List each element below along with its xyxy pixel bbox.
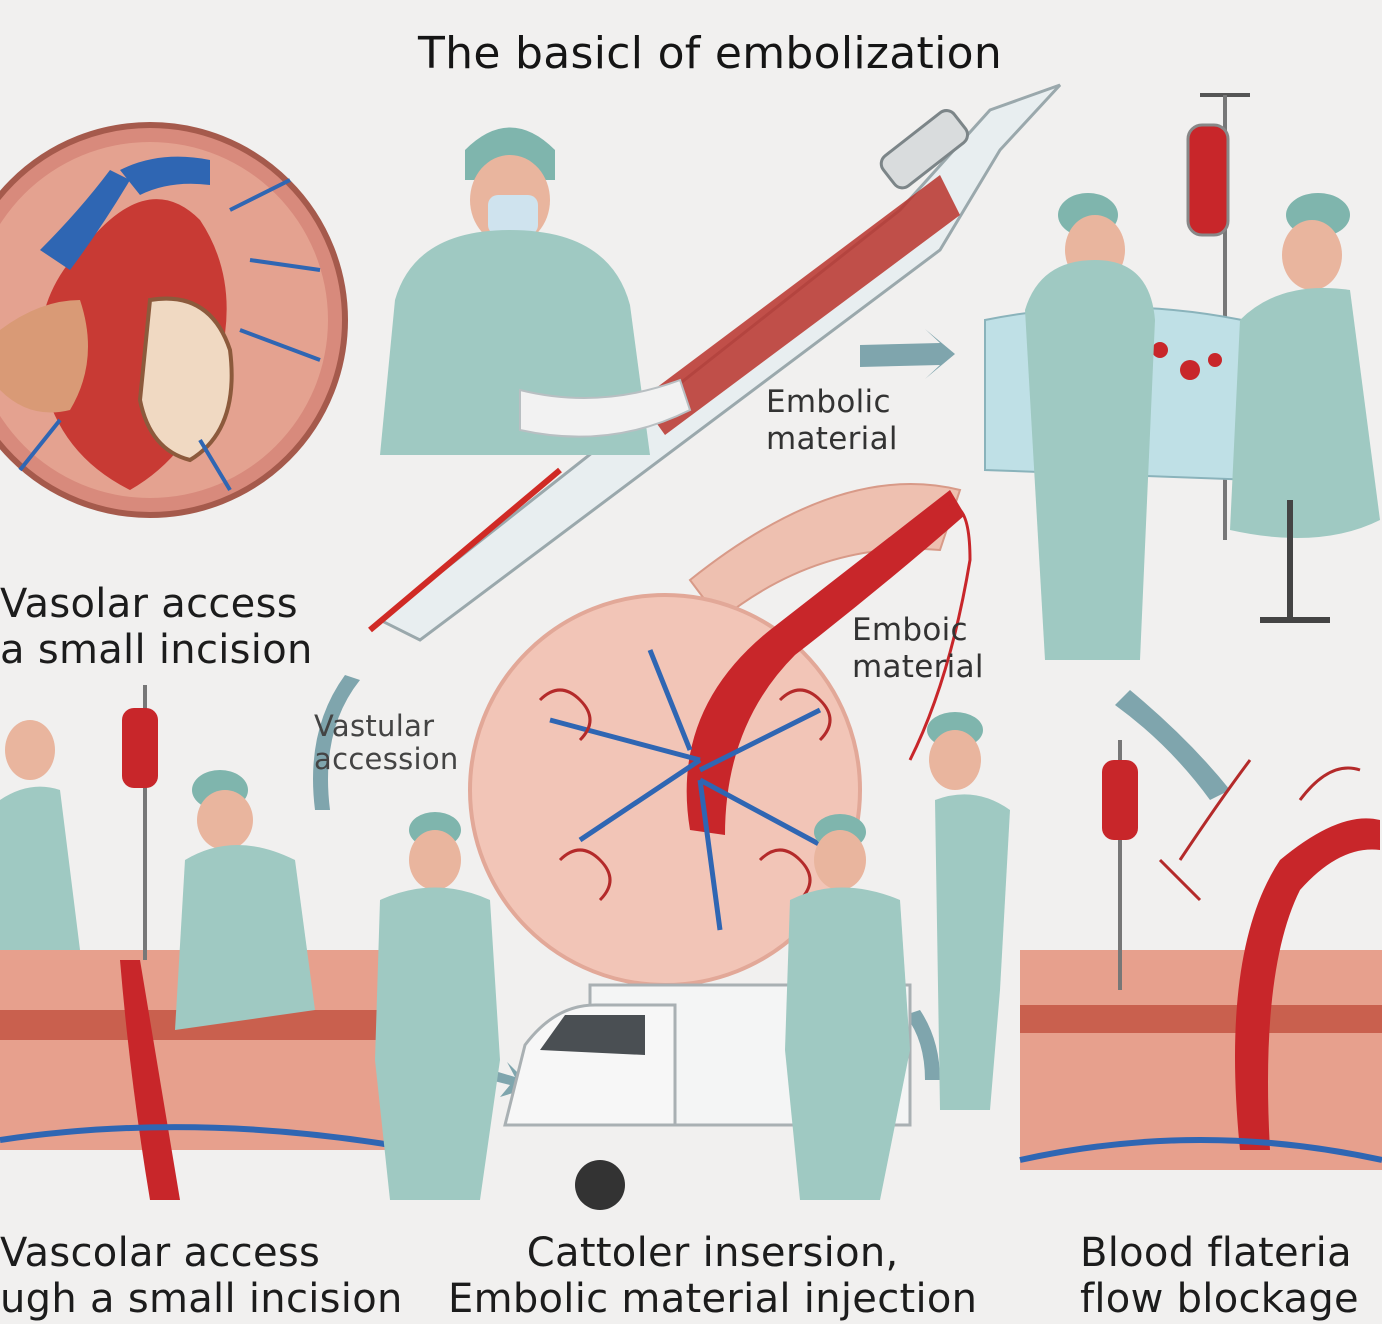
bottom-right-scene <box>1019 740 1382 1170</box>
label-line: Vastular <box>314 709 435 743</box>
operating-table-scene <box>984 93 1380 660</box>
label-vastular-accession: Vastular accession <box>314 710 459 776</box>
surgeon-top-center <box>380 127 692 455</box>
bottom-left-scene <box>0 685 421 1200</box>
heart-circle-illustration <box>0 122 348 518</box>
caption-line: ugh a small incision <box>0 1276 403 1322</box>
caption-line: Cattoler insersion, <box>526 1230 899 1276</box>
tissue-vessel-illustration <box>468 483 965 987</box>
caption-bottom-right: Blood flateria flow blockage <box>1080 1230 1359 1322</box>
label-vasolar-access-mid: Vasolar access a small incision <box>0 581 313 673</box>
label-line: a small incision <box>0 627 313 673</box>
syringe-illustration <box>368 83 1062 642</box>
label-line: Emboic <box>852 612 968 648</box>
label-line: accession <box>314 742 459 776</box>
bottom-center-scene <box>375 505 1010 1210</box>
label-emboic-material: Emboic material <box>852 612 984 686</box>
label-line: Embolic <box>766 384 891 420</box>
caption-line: flow blockage <box>1080 1276 1359 1322</box>
label-line: material <box>852 649 984 685</box>
caption-line: Blood flateria <box>1080 1230 1352 1276</box>
caption-bottom-left: Vascolar access ugh a small incision <box>0 1230 403 1322</box>
caption-line: Embolic material injection <box>448 1276 978 1322</box>
label-line: Vasolar access <box>0 581 298 627</box>
label-embolic-material-top: Embolic material <box>766 384 898 458</box>
label-line: material <box>766 421 898 457</box>
caption-bottom-middle: Cattoler insersion, Embolic material inj… <box>448 1230 977 1322</box>
page-title: The basicl of embolization <box>418 28 1003 79</box>
caption-line: Vascolar access <box>0 1230 321 1276</box>
